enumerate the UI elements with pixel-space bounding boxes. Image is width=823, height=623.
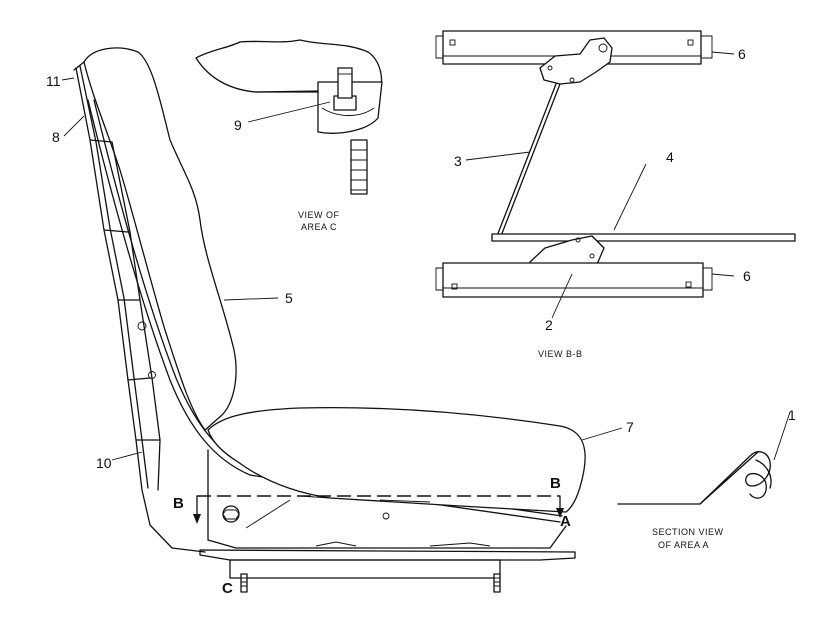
- mounting-stud: [493, 573, 501, 593]
- callout-11: 11: [46, 73, 61, 89]
- callout-9: 9: [234, 117, 242, 133]
- section-mark-b-right: B: [550, 475, 561, 492]
- backrest-cushion: [83, 47, 237, 431]
- detail-area-c: [195, 39, 383, 195]
- connecting-rod: [496, 83, 557, 237]
- section-mark-c: C: [222, 580, 233, 597]
- mounting-plate: [229, 559, 501, 579]
- seat-base: [199, 549, 576, 561]
- caption-area-a-line1: SECTION VIEW: [652, 527, 724, 537]
- seat-frame-tube: [87, 99, 561, 523]
- mounting-stud: [240, 573, 248, 593]
- callout-6-top: 6: [738, 46, 746, 62]
- callout-4: 4: [666, 149, 674, 165]
- caption-view-bb: VIEW B-B: [538, 349, 583, 359]
- trim-panel-edge: [617, 451, 759, 505]
- arrow-b-right: [556, 508, 564, 518]
- callout-7: 7: [626, 419, 634, 435]
- caption-area-c-line1: VIEW OF: [298, 210, 340, 220]
- seat-cushion: [207, 406, 586, 513]
- leader-lines: [61, 51, 791, 461]
- retaining-clip: [699, 451, 771, 505]
- arrow-b-left: [193, 514, 201, 524]
- callout-6-bottom: 6: [743, 268, 751, 284]
- caption-area-a-line2: OF AREA A: [658, 540, 709, 550]
- caption-area-c-line2: AREA C: [301, 222, 337, 232]
- view-bb: [435, 30, 796, 298]
- callout-1: 1: [788, 407, 796, 423]
- seat-assembly: [73, 47, 586, 593]
- rear-panel-screw: [137, 321, 147, 331]
- backrest-frame: [75, 67, 206, 553]
- callout-3: 3: [454, 153, 462, 169]
- mounting-bolt: [350, 139, 368, 195]
- detail-area-a: [617, 451, 772, 505]
- callout-10: 10: [96, 455, 112, 471]
- callout-5: 5: [285, 290, 293, 306]
- section-mark-a: A: [560, 513, 571, 530]
- slide-rail-top: [442, 30, 702, 65]
- torn-seat-section: [195, 39, 383, 93]
- latch-top: [539, 37, 613, 85]
- rear-panel-screw: [148, 371, 156, 379]
- pivot-bolt: [222, 505, 240, 523]
- callout-2: 2: [545, 317, 553, 333]
- callout-8: 8: [52, 129, 60, 145]
- section-mark-b-left: B: [173, 495, 184, 512]
- release-rod: [491, 233, 796, 242]
- slide-rail-bottom: [442, 262, 704, 298]
